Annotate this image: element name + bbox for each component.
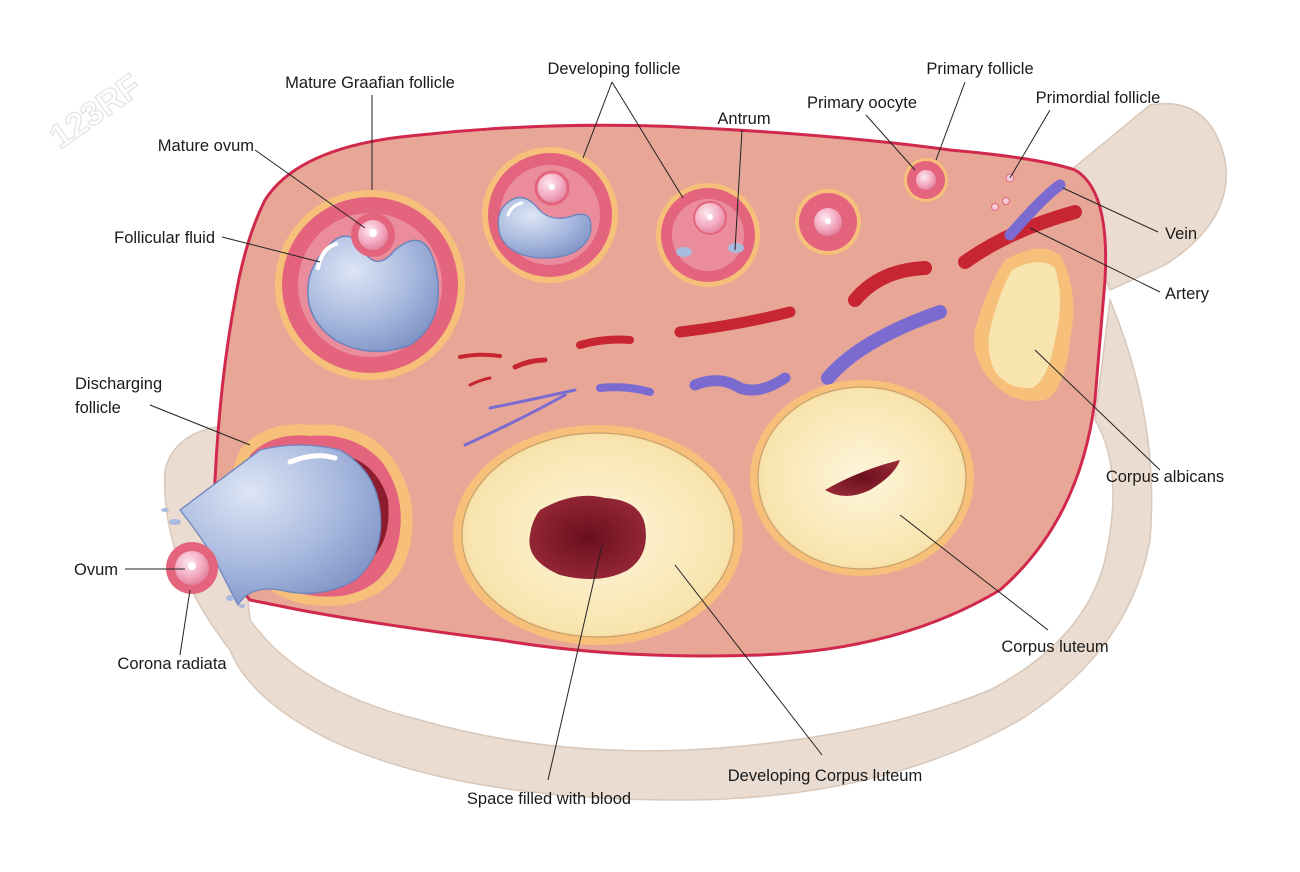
label-developing-corpus-luteum: Developing Corpus luteum [728, 767, 922, 785]
label-developing-follicle: Developing follicle [548, 60, 681, 78]
developing-corpus-luteum [453, 425, 743, 645]
mature-graafian-follicle [275, 190, 465, 380]
developing-follicle-large [482, 147, 618, 283]
watermark: 123RF [43, 67, 148, 157]
watermark-text: 123RF [43, 67, 148, 157]
label-artery: Artery [1165, 285, 1210, 303]
label-ovum: Ovum [74, 561, 118, 579]
ovum [166, 542, 218, 594]
label-corona-radiata: Corona radiata [117, 655, 227, 673]
label-discharging-follicle-line2: follicle [75, 399, 121, 417]
label-space-filled-with-blood: Space filled with blood [467, 790, 631, 808]
label-follicular-fluid: Follicular fluid [114, 229, 215, 247]
small-follicle [795, 189, 861, 255]
label-corpus-luteum: Corpus luteum [1001, 638, 1108, 656]
developing-follicle-antrum [656, 183, 760, 287]
label-corpus-albicans: Corpus albicans [1106, 468, 1224, 486]
label-primary-oocyte: Primary oocyte [807, 94, 917, 112]
label-mature-graafian-follicle: Mature Graafian follicle [285, 74, 455, 92]
label-antrum: Antrum [717, 110, 770, 128]
label-discharging-follicle-line1: Discharging [75, 375, 162, 393]
label-primary-follicle: Primary follicle [926, 60, 1033, 78]
label-vein: Vein [1165, 225, 1197, 243]
label-primordial-follicle: Primordial follicle [1036, 89, 1161, 107]
label-mature-ovum: Mature ovum [158, 137, 254, 155]
